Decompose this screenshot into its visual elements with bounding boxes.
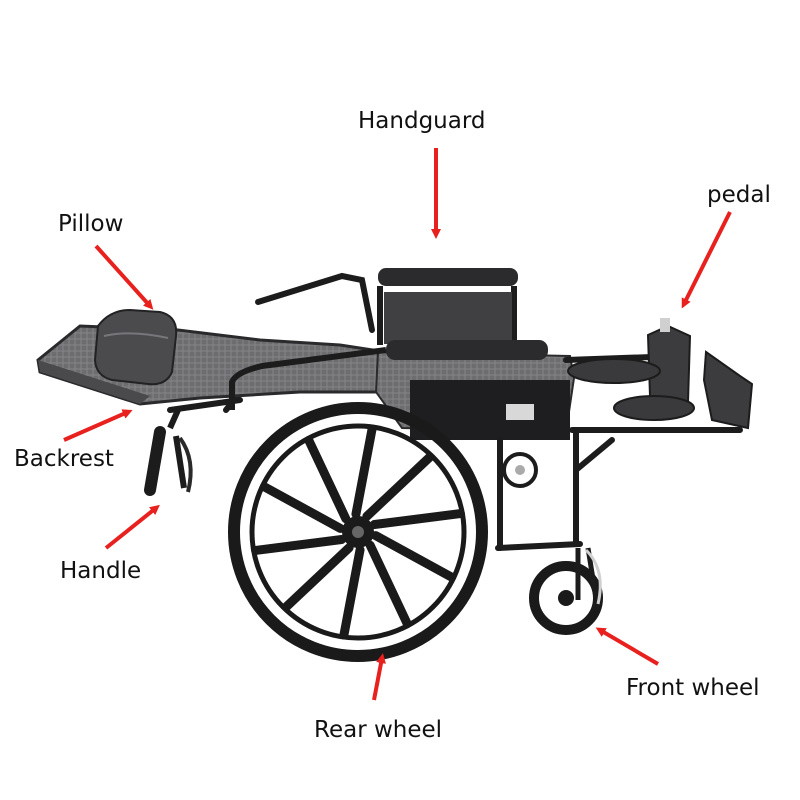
spoke [259, 482, 345, 533]
rear-wheel [228, 402, 488, 662]
front-wheel [529, 547, 603, 635]
brake-hub [502, 452, 538, 488]
front-wheel-arrow [595, 627, 660, 666]
spoke [362, 452, 435, 521]
handle-arrow [104, 504, 160, 550]
pillow [93, 308, 178, 386]
backrest-arrow [63, 409, 133, 442]
callout-arrows [63, 148, 732, 701]
pillow-arrow [94, 244, 154, 310]
handle-label: Handle [60, 558, 142, 584]
backrest [36, 324, 388, 406]
pedal-label: pedal [707, 182, 771, 208]
spoke [365, 540, 412, 629]
spoke [251, 534, 347, 555]
wheelchair [36, 268, 754, 662]
lower-frame [495, 427, 615, 551]
handles [144, 408, 193, 496]
spoke [339, 545, 365, 640]
spoke [351, 424, 377, 519]
front-wheel-label: Front wheel [626, 675, 760, 701]
armrest [229, 268, 548, 410]
backrest-label: Backrest [14, 446, 114, 472]
rear-wheel-arrow [372, 653, 386, 701]
pedal-arrow [681, 211, 732, 309]
spoke [369, 509, 465, 530]
spoke [304, 435, 351, 524]
rear-wheel-spokes [251, 424, 465, 640]
rear-wheel-label: Rear wheel [314, 717, 443, 743]
spoke [371, 531, 457, 582]
seat-base [374, 350, 576, 440]
leg-rests [563, 318, 754, 433]
handguard-label: Handguard [358, 108, 486, 134]
pillow-label: Pillow [58, 211, 124, 237]
spoke [281, 543, 354, 612]
